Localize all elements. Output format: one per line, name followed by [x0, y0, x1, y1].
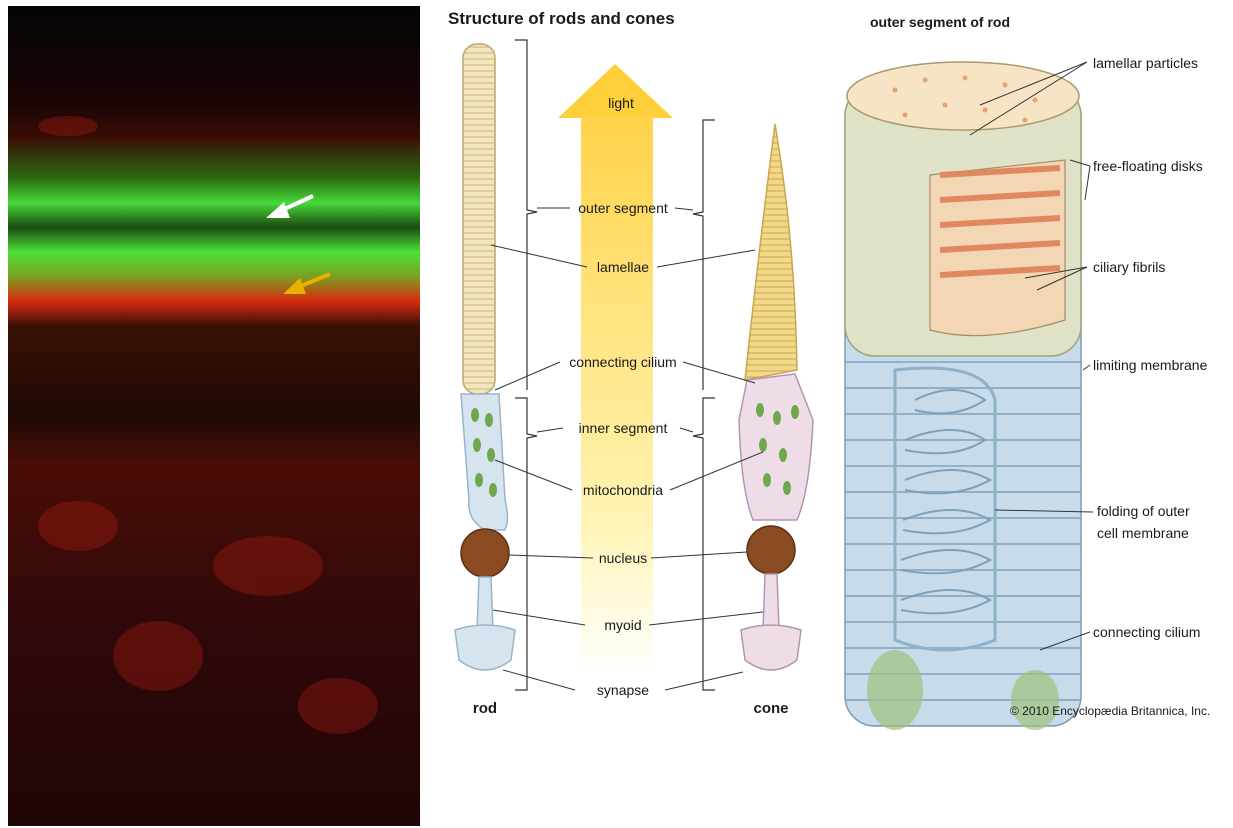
- label-connecting-cilium: connecting cilium: [569, 354, 676, 370]
- label-free-floating-disks: free-floating disks: [1093, 158, 1203, 174]
- rod-label: rod: [473, 700, 497, 717]
- light-label: light: [608, 95, 634, 111]
- label-folding-line1: folding of outer: [1097, 503, 1190, 519]
- diagram-title: Structure of rods and cones: [448, 9, 675, 28]
- label-mitochondria: mitochondria: [583, 482, 663, 498]
- inset-title: outer segment of rod: [870, 14, 1010, 30]
- label-folding-line2: cell membrane: [1097, 525, 1189, 541]
- label-inner-segment: inner segment: [579, 420, 668, 436]
- label-inset-connecting-cilium: connecting cilium: [1093, 624, 1200, 640]
- label-lamellar-particles: lamellar particles: [1093, 55, 1198, 71]
- label-nucleus: nucleus: [599, 550, 647, 566]
- label-limiting-membrane: limiting membrane: [1093, 357, 1208, 373]
- outer-segment-inset: [845, 62, 1081, 730]
- label-outer-segment: outer segment: [578, 200, 668, 216]
- rod-cell: [455, 44, 515, 670]
- copyright-credit: © 2010 Encyclopædia Britannica, Inc.: [1010, 704, 1210, 718]
- label-myoid: myoid: [604, 617, 641, 633]
- label-ciliary-fibrils: ciliary fibrils: [1093, 259, 1165, 275]
- label-lamellae: lamellae: [597, 259, 649, 275]
- cone-cell: [739, 124, 813, 670]
- cone-label: cone: [753, 700, 788, 717]
- fluorescence-micrograph: [8, 6, 420, 826]
- label-synapse: synapse: [597, 682, 649, 698]
- rods-cones-diagram: Structure of rods and cones light: [425, 0, 1233, 828]
